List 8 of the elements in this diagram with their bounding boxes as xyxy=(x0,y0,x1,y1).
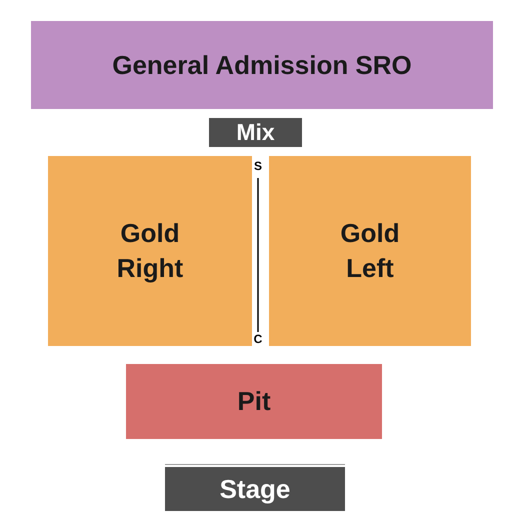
aisle-label: S xyxy=(252,159,263,173)
seating-section: Gold Left xyxy=(269,156,471,346)
seating-section: Pit xyxy=(126,364,382,439)
mix-position: Mix xyxy=(209,118,302,147)
seating-section: Gold Right xyxy=(48,156,252,346)
stage-block: Stage xyxy=(165,467,345,511)
aisle-label: C xyxy=(252,332,264,346)
seating-section: General Admission SRO xyxy=(31,21,493,109)
